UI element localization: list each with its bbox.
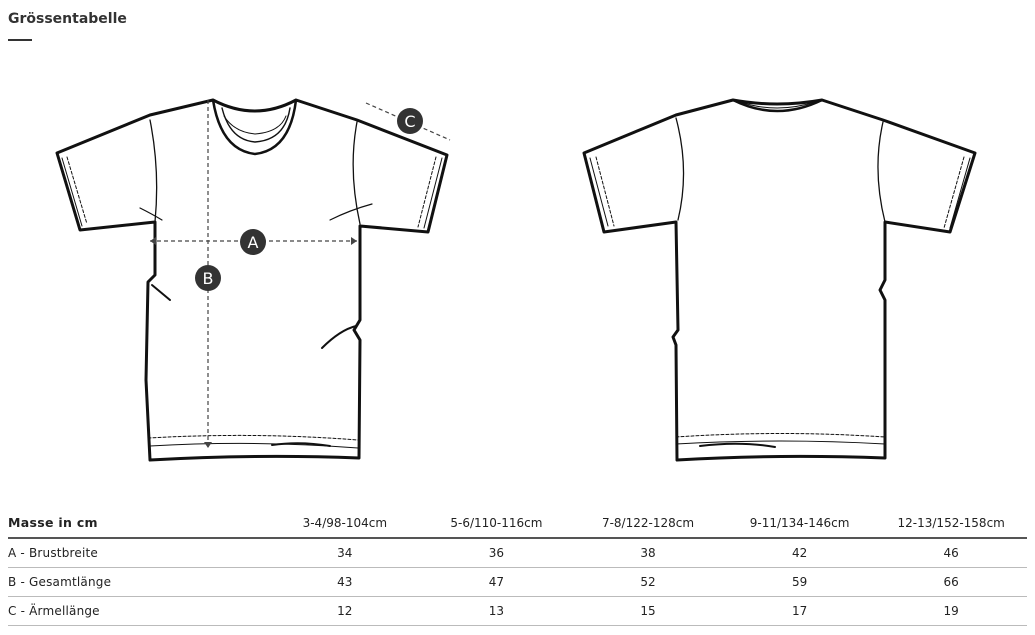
svg-text:B: B [203, 269, 214, 288]
table-row: B - Gesamtlänge 43 47 52 59 66 [8, 567, 1027, 597]
table-cell: 47 [420, 567, 573, 597]
table-cell: 59 [723, 567, 876, 597]
tshirt-front-illustration [55, 98, 449, 462]
table-cell: 38 [572, 538, 724, 568]
table-cell: 43 [269, 567, 421, 597]
table-row: A - Brustbreite 34 36 38 42 46 [8, 538, 1027, 568]
size-table-header: Masse in cm 3-4/98-104cm 5-6/110-116cm 7… [8, 508, 1027, 539]
table-cell: 46 [875, 538, 1027, 568]
table-cell: 52 [572, 567, 724, 597]
table-cell: 36 [420, 538, 573, 568]
svg-text:C: C [404, 112, 415, 131]
row-label: C - Ärmellänge [8, 596, 270, 626]
svg-text:A: A [248, 233, 259, 252]
table-cell: 42 [723, 538, 876, 568]
table-cell: 19 [875, 596, 1027, 626]
table-cell: 13 [420, 596, 573, 626]
header-size-col: 7-8/122-128cm [572, 508, 724, 539]
marker-a: A [240, 229, 266, 255]
title-underline [8, 39, 32, 41]
header-size-col: 12-13/152-158cm [875, 508, 1027, 539]
table-cell: 66 [875, 567, 1027, 597]
row-label: A - Brustbreite [8, 538, 270, 568]
header-size-col: 5-6/110-116cm [420, 508, 573, 539]
table-cell: 15 [572, 596, 724, 626]
table-cell: 12 [269, 596, 421, 626]
header-size-col: 9-11/134-146cm [723, 508, 876, 539]
tshirt-back-illustration [582, 98, 977, 462]
marker-c: C [397, 108, 423, 134]
table-cell: 34 [269, 538, 421, 568]
marker-b: B [195, 265, 221, 291]
size-table: Masse in cm 3-4/98-104cm 5-6/110-116cm 7… [8, 508, 1027, 626]
page-title: Grössentabelle [8, 11, 127, 27]
table-row: C - Ärmellänge 12 13 15 17 19 [8, 596, 1027, 626]
header-measures-label: Masse in cm [8, 508, 270, 539]
table-cell: 17 [723, 596, 876, 626]
tshirt-diagram: A B C [55, 98, 977, 462]
row-label: B - Gesamtlänge [8, 567, 270, 597]
header-size-col: 3-4/98-104cm [269, 508, 421, 539]
